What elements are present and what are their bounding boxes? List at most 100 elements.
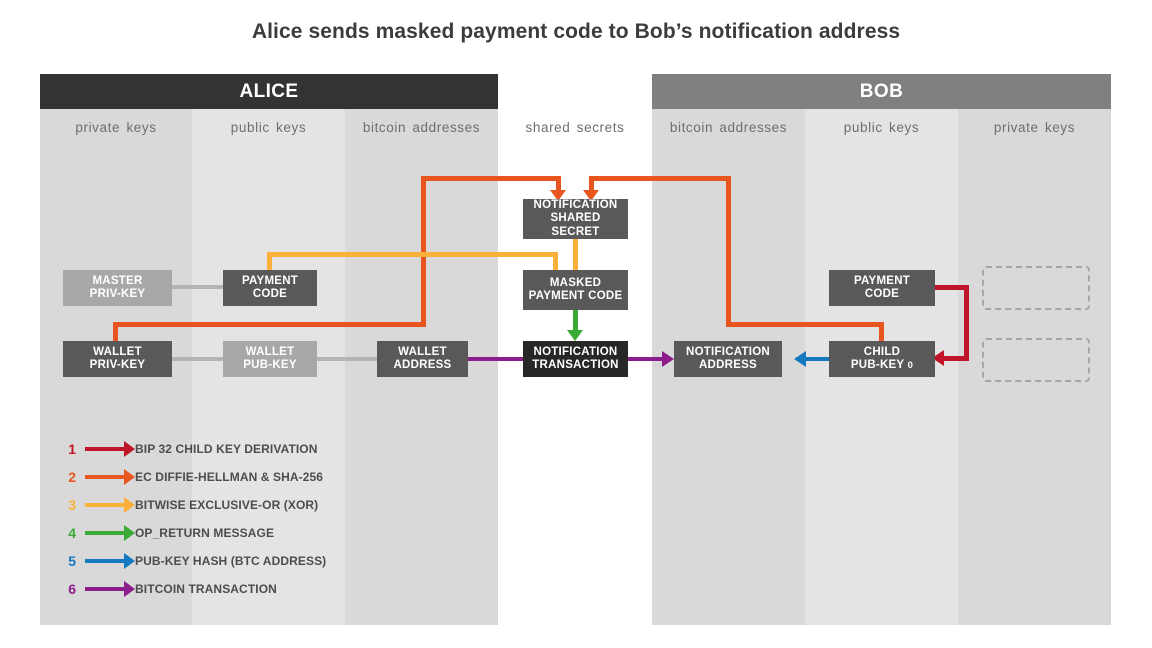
- node-line-2-wrap: PUB-KEY 0: [851, 359, 913, 373]
- yellow-paymentcode-horizontal: [267, 252, 558, 257]
- column-caption-shared-secrets: shared secrets: [525, 119, 625, 135]
- legend-arrowhead-icon: [124, 441, 135, 457]
- legend-number: 3: [68, 497, 76, 513]
- node-bob-placeholder-private-key-lower: [982, 338, 1090, 382]
- orange-right-arrowhead-icon: [583, 190, 599, 201]
- link-wallet-priv-to-wallet-pub: [170, 357, 224, 361]
- yellow-secret-to-masked-stem: [573, 239, 578, 286]
- node-line-1: PAYMENT: [241, 274, 299, 287]
- node-line-2: SHARED SECRET: [550, 212, 601, 238]
- node-alice-payment-code[interactable]: PAYMENT CODE: [223, 270, 317, 306]
- orange-right-drop-into-secret: [589, 176, 594, 192]
- orange-right-riser-tall: [726, 176, 731, 327]
- column-caption-bob-bitcoin-addresses: bitcoin addresses: [669, 119, 788, 135]
- node-line-2: PRIV-KEY: [89, 288, 146, 300]
- link-master-priv-to-payment-code: [170, 285, 224, 289]
- column-caption-alice-private-keys: private keys: [75, 119, 157, 135]
- node-line-2: PRIV-KEY: [89, 359, 146, 371]
- party-header-alice: ALICE: [40, 74, 498, 109]
- orange-left-riser-tall: [421, 176, 426, 327]
- node-line-1: NOTIFICATION: [686, 345, 770, 358]
- node-line-1: PAYMENT: [853, 274, 911, 287]
- legend-arrowhead-icon: [124, 469, 135, 485]
- node-line-1: WALLET: [245, 345, 295, 358]
- node-line-1: NOTIFICATION: [533, 345, 618, 358]
- green-arrowhead-icon: [567, 330, 583, 341]
- legend-number: 2: [68, 469, 76, 485]
- blue-childpub-to-notification-line: [806, 357, 832, 361]
- orange-right-horizontal-lower: [726, 322, 884, 327]
- legend-arrowhead-icon: [124, 525, 135, 541]
- node-line-2: CODE: [864, 288, 900, 300]
- legend-label: PUB-KEY HASH (BTC ADDRESS): [135, 554, 327, 568]
- node-bob-child-pub-key-0[interactable]: CHILD PUB-KEY 0: [829, 341, 935, 377]
- legend-number: 1: [68, 441, 76, 457]
- node-line-2: PUB-KEY: [243, 359, 297, 371]
- node-line-1: NOTIFICATION: [533, 198, 618, 211]
- node-alice-master-priv-key[interactable]: MASTER PRIV-KEY: [63, 270, 172, 306]
- node-line-2: CODE: [252, 288, 288, 300]
- green-oprerurn-stem: [573, 310, 578, 332]
- legend-line-icon: [85, 447, 127, 451]
- legend-number: 6: [68, 581, 76, 597]
- legend-label: BIP 32 CHILD KEY DERIVATION: [135, 442, 318, 456]
- orange-left-horizontal-top: [421, 176, 561, 181]
- legend-line-icon: [85, 475, 127, 479]
- yellow-paymentcode-drop: [553, 252, 558, 286]
- red-return-horizontal: [944, 356, 969, 361]
- node-line-1: MASTER: [92, 274, 143, 287]
- legend-line-icon: [85, 503, 127, 507]
- column-caption-alice-bitcoin-addresses: bitcoin addresses: [362, 119, 481, 135]
- purple-wallet-to-tx-line: [468, 357, 526, 361]
- legend-label: BITWISE EXCLUSIVE-OR (XOR): [135, 498, 319, 512]
- node-line-1: WALLET: [93, 345, 142, 358]
- legend-line-icon: [85, 559, 127, 563]
- legend-arrowhead-icon: [124, 553, 135, 569]
- orange-left-arrowhead-icon: [550, 190, 566, 201]
- node-bob-notification-address[interactable]: NOTIFICATION ADDRESS: [674, 341, 782, 377]
- node-bob-payment-code[interactable]: PAYMENT CODE: [829, 270, 935, 306]
- legend-label: EC DIFFIE-HELLMAN & SHA-256: [135, 470, 324, 484]
- orange-left-horizontal-lower: [113, 322, 426, 327]
- party-header-bob: BOB: [652, 74, 1111, 109]
- node-alice-wallet-priv-key[interactable]: WALLET PRIV-KEY: [63, 341, 172, 377]
- node-alice-wallet-pub-key[interactable]: WALLET PUB-KEY: [223, 341, 317, 377]
- legend-label: BITCOIN TRANSACTION: [135, 582, 277, 596]
- legend-line-icon: [85, 531, 127, 535]
- node-notification-shared-secret[interactable]: NOTIFICATION SHARED SECRET: [523, 199, 628, 239]
- orange-left-riser-from-wallet-priv: [113, 322, 118, 344]
- node-line-1: WALLET: [398, 345, 447, 358]
- node-line-2: ADDRESS: [699, 359, 757, 371]
- column-caption-alice-public-keys: public keys: [230, 119, 307, 135]
- orange-right-riser-from-child-pub: [879, 322, 884, 344]
- legend-number: 5: [68, 553, 76, 569]
- column-caption-bob-public-keys: public keys: [843, 119, 920, 135]
- red-paymentcode-exit: [933, 285, 969, 290]
- node-masked-payment-code[interactable]: MASKED PAYMENT CODE: [523, 270, 628, 310]
- node-line-2: ADDRESS: [393, 359, 452, 371]
- node-bob-placeholder-private-key-upper: [982, 266, 1090, 310]
- blue-arrowhead-icon: [794, 351, 806, 367]
- legend-label: OP_RETURN MESSAGE: [135, 526, 275, 540]
- yellow-paymentcode-riser: [267, 252, 272, 272]
- node-line-2: PAYMENT CODE: [528, 290, 623, 302]
- node-notification-transaction[interactable]: NOTIFICATION TRANSACTION: [523, 341, 628, 377]
- red-arrowhead-icon: [932, 350, 944, 366]
- child-key-index: 0: [907, 360, 914, 371]
- node-line-2: PUB-KEY: [850, 359, 905, 371]
- legend-line-icon: [85, 587, 127, 591]
- node-line-1: CHILD: [863, 345, 901, 358]
- page-title: Alice sends masked payment code to Bob’s…: [251, 20, 901, 43]
- purple-arrowhead-icon: [662, 351, 674, 367]
- node-line-2: TRANSACTION: [532, 359, 619, 371]
- legend-number: 4: [68, 525, 76, 541]
- legend-arrowhead-icon: [124, 581, 135, 597]
- purple-tx-to-notification-line: [626, 357, 666, 361]
- orange-right-horizontal-top: [589, 176, 731, 181]
- column-caption-bob-private-keys: private keys: [993, 119, 1076, 135]
- node-line-1: MASKED: [549, 276, 602, 289]
- orange-left-drop-into-secret: [556, 176, 561, 192]
- node-alice-wallet-address[interactable]: WALLET ADDRESS: [377, 341, 468, 377]
- legend-arrowhead-icon: [124, 497, 135, 513]
